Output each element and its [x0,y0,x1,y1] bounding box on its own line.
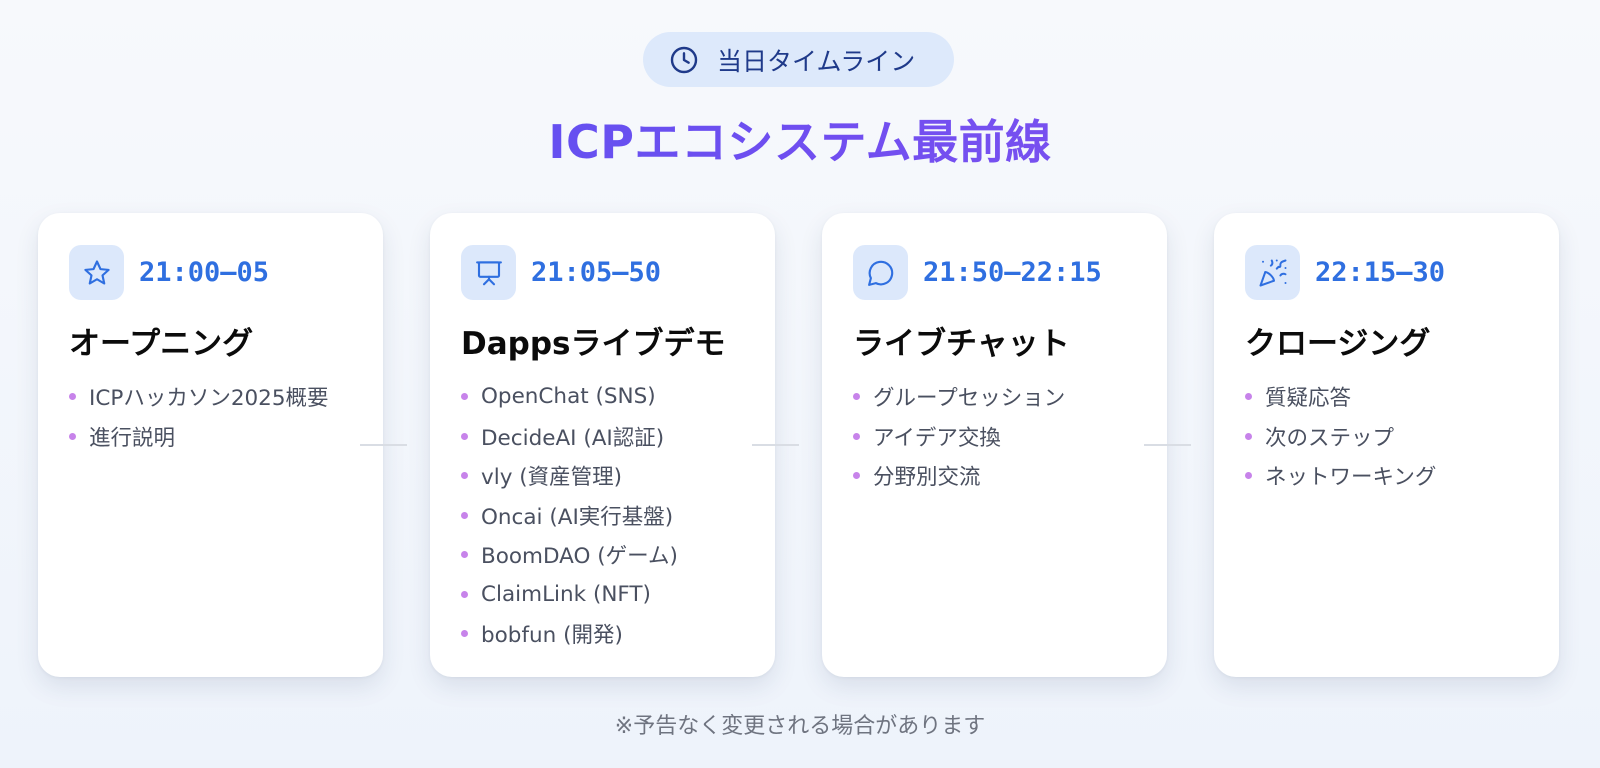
timeline-card-demo: 21:05–50 Dappsライブデモ OpenChat (SNS) Decid… [430,213,775,677]
bullet-dot [461,630,468,638]
card-title: Dappsライブデモ [461,326,726,362]
list-item: ネットワーキング [1245,456,1528,496]
time-range: 22:15–30 [1315,257,1446,288]
list-item: OpenChat (SNS) [461,377,744,417]
bullet-dot [461,511,468,519]
presentation-icon [461,245,516,300]
bullet-dot [69,393,76,401]
list-item: ClaimLink (NFT) [461,575,744,615]
bullet-dot [853,393,860,401]
list-item: 進行説明 [69,417,352,457]
clock-icon [668,44,700,76]
list-item: vly (資産管理) [461,456,744,496]
connector-line [752,444,799,446]
bullet-dot [461,551,468,559]
bullet-dot [461,590,468,598]
list-item: アイデア交換 [853,417,1136,457]
bullet-dot [853,472,860,480]
bullet-dot [461,472,468,480]
badge-label: 当日タイムライン [717,46,916,76]
list-item: bobfun (開発) [461,614,744,654]
bullet-dot [69,432,76,440]
time-range: 21:00–05 [139,257,270,288]
timeline-card-opening: 21:00–05 オープニング ICPハッカソン2025概要 進行説明 [38,213,383,677]
timeline-card-live-chat: 21:50–22:15 ライブチャット グループセッション アイデア交換 分野別… [822,213,1167,677]
item-list: OpenChat (SNS) DecideAI (AI認証) vly (資産管理… [461,377,744,654]
item-list: グループセッション アイデア交換 分野別交流 [853,377,1136,496]
chat-bubble-icon [853,245,908,300]
list-item: 分野別交流 [853,456,1136,496]
item-list: 質疑応答 次のステップ ネットワーキング [1245,377,1528,496]
bullet-dot [461,432,468,440]
list-item: 次のステップ [1245,417,1528,457]
item-list: ICPハッカソン2025概要 進行説明 [69,377,352,456]
card-title: ライブチャット [853,326,1070,362]
bullet-dot [1245,432,1252,440]
list-item: 質疑応答 [1245,377,1528,417]
page-title: ICPエコシステム最前線 [0,106,1600,172]
list-item: Oncai (AI実行基盤) [461,496,744,536]
list-item: グループセッション [853,377,1136,417]
bullet-dot [853,432,860,440]
bullet-dot [461,393,468,401]
star-icon [69,245,124,300]
timeline-badge: 当日タイムライン [643,32,954,87]
time-range: 21:50–22:15 [923,257,1102,288]
footnote: ※予告なく変更される場合があります [614,714,986,739]
time-range: 21:05–50 [531,257,662,288]
list-item: DecideAI (AI認証) [461,417,744,457]
connector-line [360,444,407,446]
timeline-card-closing: 22:15–30 クロージング 質疑応答 次のステップ ネットワーキング [1214,213,1559,677]
bullet-dot [1245,472,1252,480]
connector-line [1144,444,1191,446]
card-title: クロージング [1245,326,1431,362]
party-popper-icon [1245,245,1300,300]
list-item: ICPハッカソン2025概要 [69,377,352,417]
bullet-dot [1245,393,1252,401]
card-title: オープニング [69,326,254,362]
list-item: BoomDAO (ゲーム) [461,535,744,575]
